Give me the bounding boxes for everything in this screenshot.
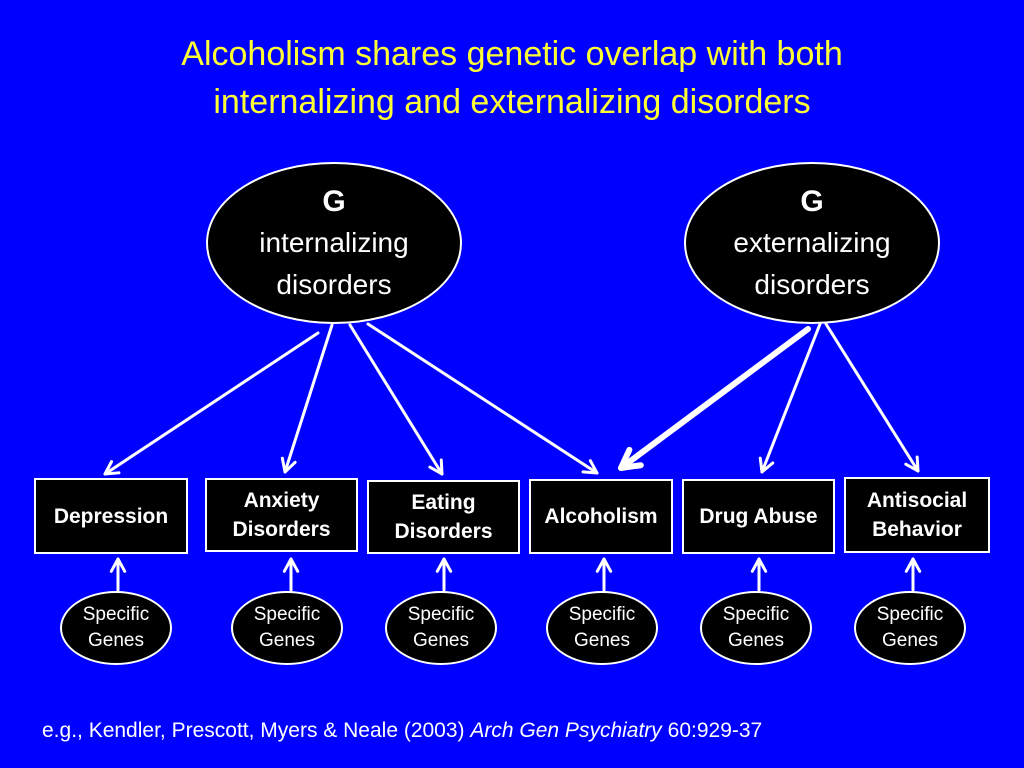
disorder-alcoholism: Alcoholism [529,479,673,554]
latent-externalizing-g: G [800,185,824,218]
arrow-genes-to-eating [435,557,453,592]
disorder-eating-label-1: Eating [411,491,476,514]
gene-label-1: Specific [407,604,475,625]
arrow-int-to-depression [103,331,320,476]
latent-internalizing-sublabel: disorders [276,269,392,300]
specific-genes-eating: Specific Genes [385,591,497,665]
disorder-drug-abuse-label: Drug Abuse [699,505,818,528]
specific-genes-drug-abuse: Specific Genes [700,591,812,665]
arrow-genes-to-antisocial [904,557,922,592]
arrow-ext-to-drug-abuse [758,322,822,474]
arrow-genes-to-depression [109,557,127,592]
gene-label-2: Genes [728,630,784,651]
gene-label-2: Genes [88,630,144,651]
disorder-anxiety-label-2: Disorders [232,518,331,541]
arrow-genes-to-alcoholism [595,557,613,592]
latent-externalizing-label: externalizing [733,227,891,258]
title-line-2: internalizing and externalizing disorder… [213,83,811,121]
gene-label-2: Genes [574,630,630,651]
latent-internalizing-g: G [322,185,346,218]
arrow-int-to-anxiety [280,323,334,474]
latent-internalizing: G internalizing disorders [206,162,462,324]
specific-genes-anxiety: Specific Genes [231,591,343,665]
arrow-ext-to-antisocial [824,322,920,473]
disorder-eating-label-2: Disorders [394,520,493,543]
gene-label-1: Specific [568,604,636,625]
arrow-genes-to-anxiety [282,557,300,592]
citation-pages: 60:929-37 [667,719,763,742]
specific-genes-alcoholism: Specific Genes [546,591,658,665]
citation: e.g., Kendler, Prescott, Myers & Neale (… [42,719,762,743]
title-line-1: Alcoholism shares genetic overlap with b… [181,35,843,73]
specific-genes-depression: Specific Genes [60,591,172,665]
arrow-int-to-alcoholism [366,322,599,475]
latent-externalizing: G externalizing disorders [684,162,940,324]
specific-genes-antisocial: Specific Genes [854,591,966,665]
disorder-eating: Eating Disorders [367,480,520,554]
disorder-anxiety: Anxiety Disorders [205,478,358,552]
disorder-depression: Depression [34,478,188,554]
disorder-drug-abuse: Drug Abuse [682,479,835,554]
latent-internalizing-label: internalizing [259,227,409,258]
latent-externalizing-sublabel: disorders [754,269,870,300]
disorder-anxiety-label-1: Anxiety [243,489,320,512]
disorder-antisocial-label-2: Behavior [872,518,962,541]
disorder-depression-label: Depression [53,504,169,528]
arrow-genes-to-drug-abuse [750,557,768,592]
arrow-int-to-eating [348,323,444,476]
gene-label-1: Specific [722,604,790,625]
gene-label-2: Genes [413,630,469,651]
gene-label-1: Specific [253,604,321,625]
citation-authors: e.g., Kendler, Prescott, Myers & Neale (… [42,719,465,742]
gene-label-2: Genes [882,630,938,651]
gene-label-1: Specific [876,604,944,625]
arrow-ext-to-alcoholism [618,326,811,471]
citation-journal: Arch Gen Psychiatry [470,719,662,742]
gene-label-1: Specific [82,604,150,625]
slide-title: Alcoholism shares genetic overlap with b… [0,30,1024,126]
disorder-antisocial: Antisocial Behavior [844,477,990,553]
disorder-alcoholism-label: Alcoholism [544,505,658,528]
gene-label-2: Genes [259,630,315,651]
disorder-antisocial-label-1: Antisocial [866,489,968,512]
